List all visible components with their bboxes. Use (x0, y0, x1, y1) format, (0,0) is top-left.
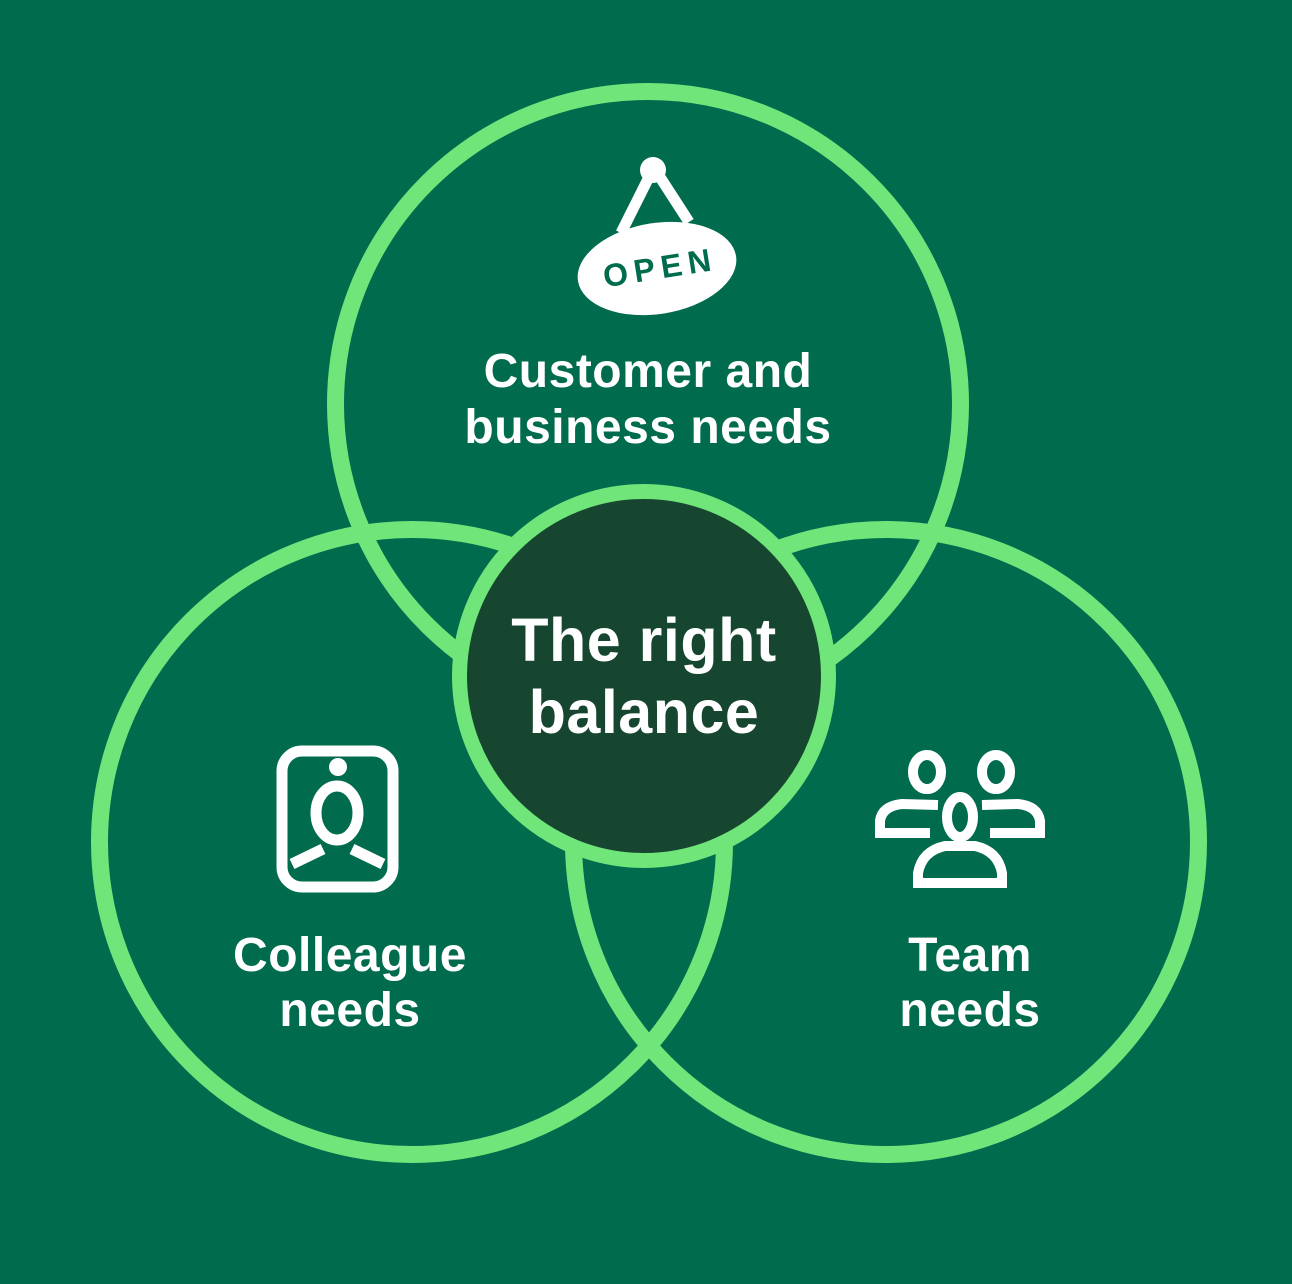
label-team-needs: Team needs (770, 928, 1170, 1038)
center-title-line2: balance (528, 678, 760, 746)
open-sign-text: OPEN (600, 240, 720, 295)
label-customer-line1: Customer and (483, 345, 813, 398)
team-icon (875, 750, 1045, 888)
label-colleague-line2: needs (279, 984, 421, 1037)
label-team-line2: needs (899, 984, 1041, 1037)
center-balance-circle: The right balance (452, 484, 836, 868)
label-team-line1: Team (908, 929, 1032, 982)
label-colleague-needs: Colleague needs (150, 928, 550, 1038)
label-customer-line2: business needs (464, 401, 832, 454)
open-sign-hanger-icon (616, 157, 694, 236)
id-badge-icon (276, 745, 399, 893)
center-title-line1: The right (511, 606, 777, 674)
label-colleague-line1: Colleague (233, 929, 467, 982)
open-sign-icon: OPEN (565, 150, 749, 326)
label-customer-needs: Customer and business needs (348, 344, 948, 456)
